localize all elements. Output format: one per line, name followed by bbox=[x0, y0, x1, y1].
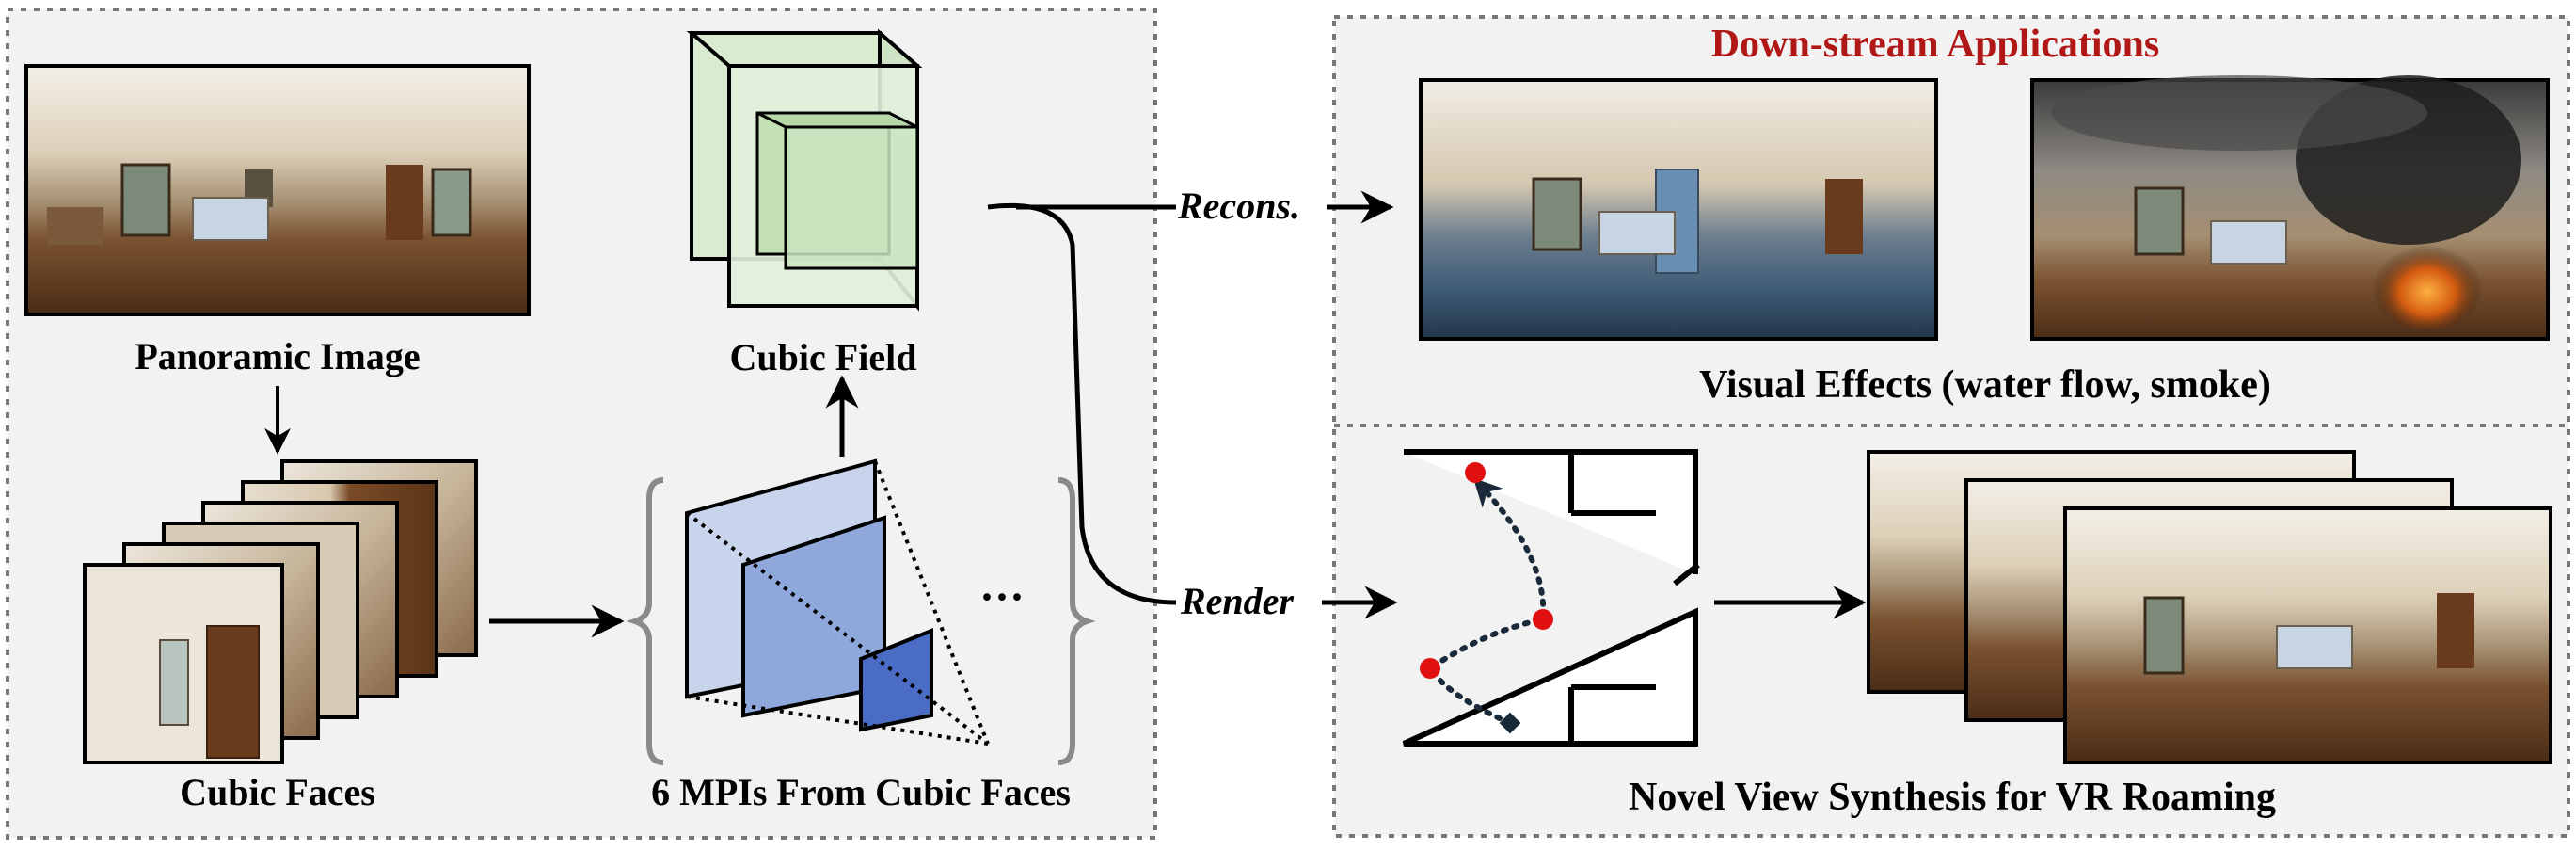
water-flow-image bbox=[1419, 78, 1938, 341]
camera-frustum-icon bbox=[685, 458, 990, 746]
mpi-brace-left bbox=[626, 477, 664, 765]
cubic-faces-stack bbox=[83, 459, 478, 764]
panorama-image bbox=[24, 64, 531, 316]
floor-plan-icon bbox=[1402, 449, 1700, 747]
downstream-title: Down-stream Applications bbox=[1711, 23, 2159, 66]
mpi-brace-right bbox=[1057, 477, 1096, 765]
render-label: Render bbox=[1180, 580, 1294, 622]
ellipsis: ··· bbox=[979, 572, 1025, 622]
mpis-label: 6 MPIs From Cubic Faces bbox=[651, 771, 1071, 813]
recons-label: Recons. bbox=[1177, 185, 1300, 227]
panoramic-image-label: Panoramic Image bbox=[135, 335, 420, 377]
cube-icon bbox=[686, 28, 923, 312]
novel-view-label: Novel View Synthesis for VR Roaming bbox=[1629, 776, 2276, 819]
rendered-views-stack bbox=[1867, 450, 2552, 764]
visual-effects-label: Visual Effects (water flow, smoke) bbox=[1699, 363, 2271, 407]
cubic-field-label: Cubic Field bbox=[730, 336, 917, 378]
smoke-fire-image bbox=[2030, 75, 2550, 341]
cubic-faces-label: Cubic Faces bbox=[180, 771, 375, 813]
